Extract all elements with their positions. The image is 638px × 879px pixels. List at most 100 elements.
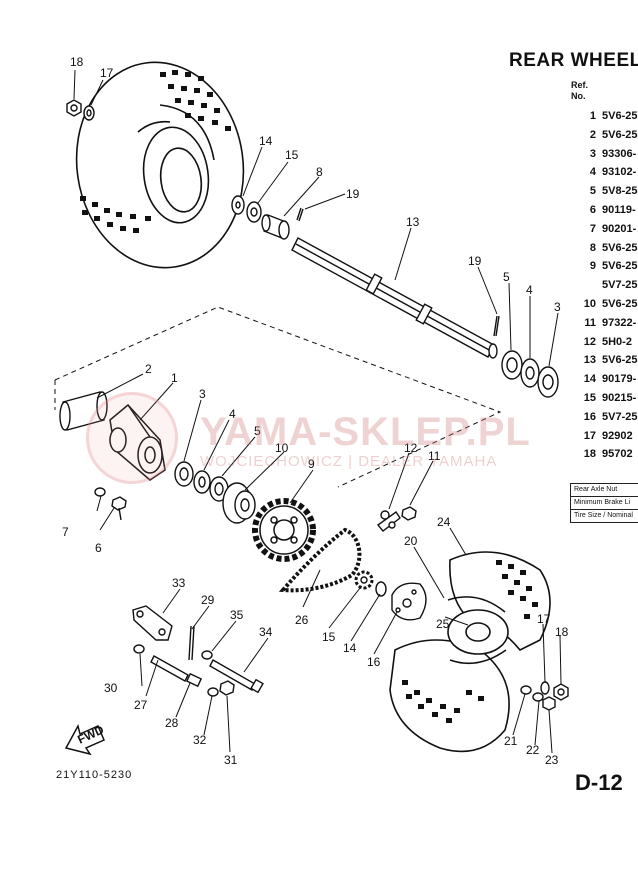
spec-table: Rear Axle Nut Minimum Brake Li Tire Size… <box>570 483 638 523</box>
callout-numbers: 18 17 14 15 8 19 13 19 5 4 3 2 1 3 4 5 1… <box>62 55 569 767</box>
callout-10: 10 <box>275 441 289 455</box>
bearing-left <box>174 461 194 487</box>
drive-chain <box>278 527 362 593</box>
parts-row: 5V7-25 <box>574 279 638 298</box>
callout-21: 21 <box>504 734 518 748</box>
callout-17-lower: 17 <box>537 612 551 626</box>
callout-34: 34 <box>259 625 273 639</box>
part-ref: 13 <box>583 354 596 367</box>
sprocket <box>252 498 316 562</box>
callout-17: 17 <box>100 66 114 80</box>
callout-5-left: 5 <box>254 424 261 438</box>
part-number: 5V6-25 <box>602 241 638 254</box>
callout-23: 23 <box>545 753 559 767</box>
parts-row: 17 92902 <box>574 430 638 449</box>
callout-26: 26 <box>295 613 309 627</box>
callout-1: 1 <box>171 371 178 385</box>
part-number: 92902 <box>602 429 633 442</box>
part-ref: 14 <box>583 373 596 386</box>
short-bolt <box>150 655 189 682</box>
rear-axle <box>291 237 498 359</box>
parts-row: 11 97322- <box>574 317 638 336</box>
spacer-lower <box>375 581 387 597</box>
part-ref: 18 <box>583 448 596 461</box>
table-header: Ref. No. <box>571 80 588 102</box>
part-ref: 10 <box>583 297 596 310</box>
washer-upper <box>83 105 95 121</box>
part-ref: 6 <box>589 203 596 216</box>
part-ref: 4 <box>589 166 596 179</box>
callout-19-lower: 19 <box>468 254 482 268</box>
part-ref: 11 <box>584 316 596 329</box>
callout-33: 33 <box>172 576 186 590</box>
hub-nut-lower <box>553 683 569 701</box>
parts-row: 4 93102- <box>574 166 638 185</box>
lower-tire <box>389 551 551 753</box>
bolt <box>111 496 127 521</box>
washer-right <box>520 358 540 388</box>
part-number: 5V6-25 <box>602 128 638 141</box>
leader-lines <box>73 69 562 754</box>
hub-upper <box>261 214 290 240</box>
callout-27: 27 <box>134 698 148 712</box>
washer-30 <box>133 644 145 654</box>
spec-row: Rear Axle Nut <box>571 484 638 497</box>
upper-tire <box>75 61 245 269</box>
part-ref: 3 <box>589 147 596 160</box>
part-ref: 5 <box>589 185 596 198</box>
watermark-subtext: WOJCIECHOWICZ | DEALER YAMAHA <box>200 453 498 470</box>
callout-22: 22 <box>526 743 540 757</box>
part-number: 97322- <box>602 316 637 329</box>
part-number: 90119- <box>602 203 636 216</box>
part-number: 5V7-25 <box>602 410 638 423</box>
assembly-outline <box>54 306 502 488</box>
callout-20: 20 <box>404 534 418 548</box>
washer-32 <box>207 687 219 697</box>
callout-4-right: 4 <box>526 283 533 297</box>
page-code: D-12 <box>575 770 623 795</box>
part-number: 5V6-25 <box>602 110 638 122</box>
part-ref: 1 <box>589 110 596 122</box>
callout-4-left: 4 <box>229 407 236 421</box>
nut-31 <box>219 680 235 696</box>
part-number: 90215- <box>602 391 637 404</box>
parts-row: 1 5V6-25 <box>574 110 638 129</box>
forward-arrow <box>64 723 105 756</box>
no-header: No. <box>571 91 586 101</box>
part-number: 5V7-25 <box>602 279 638 292</box>
bracket-collar <box>201 650 213 660</box>
bracket-pin <box>188 625 195 661</box>
part-number: 93102- <box>602 166 637 179</box>
callout-25: 25 <box>436 617 450 631</box>
brake-disc <box>391 582 427 621</box>
ref-header: Ref. <box>571 80 589 90</box>
callout-24: 24 <box>437 515 451 529</box>
callout-6: 6 <box>95 541 102 555</box>
part-number: 93306- <box>602 147 637 160</box>
page-title: REAR WHEEL <box>509 50 638 71</box>
part-number: 5H0-2 <box>602 335 632 348</box>
callout-11: 11 <box>428 449 441 463</box>
callout-18-lower: 18 <box>555 625 569 639</box>
part-number: 90201- <box>602 222 637 235</box>
part-number: 5V8-25 <box>602 185 638 198</box>
callout-9: 9 <box>308 457 315 471</box>
hub-nut-upper <box>66 99 82 117</box>
spec-row: Tire Size / Nominal <box>574 512 633 519</box>
callout-31: 31 <box>224 753 238 767</box>
sprocket-hub <box>222 482 256 524</box>
part-ref: 17 <box>583 429 596 442</box>
callout-32: 32 <box>193 733 207 747</box>
callout-28: 28 <box>165 716 179 730</box>
watermark-emblem <box>86 392 178 484</box>
washer-left <box>193 470 211 494</box>
washer-bolt <box>94 487 106 497</box>
callout-14-lower: 14 <box>343 641 357 655</box>
callout-12: 12 <box>404 441 418 455</box>
bearing-right <box>537 366 559 398</box>
